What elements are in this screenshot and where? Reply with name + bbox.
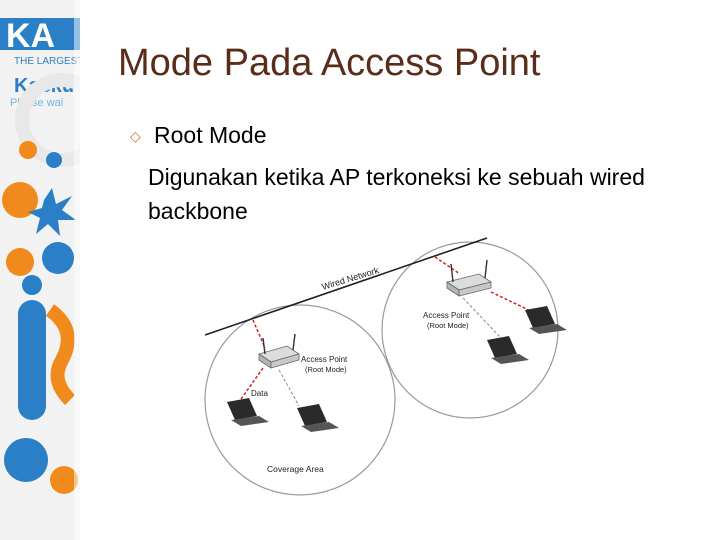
laptop-icon	[227, 398, 269, 426]
laptop-icon	[487, 336, 529, 364]
left-ap-label: Access Point	[301, 355, 348, 364]
bullet-label: Root Mode	[154, 122, 267, 148]
right-ap-label: Access Point	[423, 311, 470, 320]
banner-blob-shape	[6, 248, 34, 276]
laptop-icon	[297, 404, 339, 432]
bullet-root-mode: ◇Root Mode	[130, 122, 267, 149]
left-ap-mode-label: (Root Mode)	[305, 365, 347, 374]
slide-title: Mode Pada Access Point	[118, 42, 540, 85]
banner-blob-shape	[42, 242, 74, 274]
coverage-area-label: Coverage Area	[267, 464, 324, 474]
banner-i-dot-shape	[22, 275, 42, 295]
banner-i-shape	[18, 300, 46, 420]
right-access-point-icon	[447, 260, 491, 296]
right-coverage-circle	[382, 242, 558, 418]
right-data-arrow	[491, 292, 533, 312]
root-mode-diagram: Wired Network Access Point (Root Mode) A…	[195, 230, 585, 500]
banner-tagline: THE LARGEST	[14, 56, 80, 67]
right-ap-mode-label: (Root Mode)	[427, 321, 469, 330]
banner-dot-shape	[46, 152, 62, 168]
banner-logo-text: KA	[6, 17, 55, 55]
sidebar-decoration: KA THE LARGEST Kasku Please wai	[0, 0, 80, 540]
laptop-icon	[525, 306, 567, 334]
right-uplink-arrow	[435, 257, 460, 274]
banner-blob-shape	[4, 438, 48, 482]
left-data-arrow	[279, 370, 299, 406]
kaskus-banner-graphic: KA THE LARGEST Kasku Please wai	[0, 0, 80, 540]
banner-dot-shape	[19, 141, 37, 159]
left-access-point-icon	[259, 334, 299, 368]
slide-body-text: Digunakan ketika AP terkoneksi ke sebuah…	[148, 160, 708, 228]
data-label: Data	[251, 389, 268, 398]
bullet-marker-icon: ◇	[130, 128, 154, 145]
banner-blob-shape	[50, 466, 78, 494]
